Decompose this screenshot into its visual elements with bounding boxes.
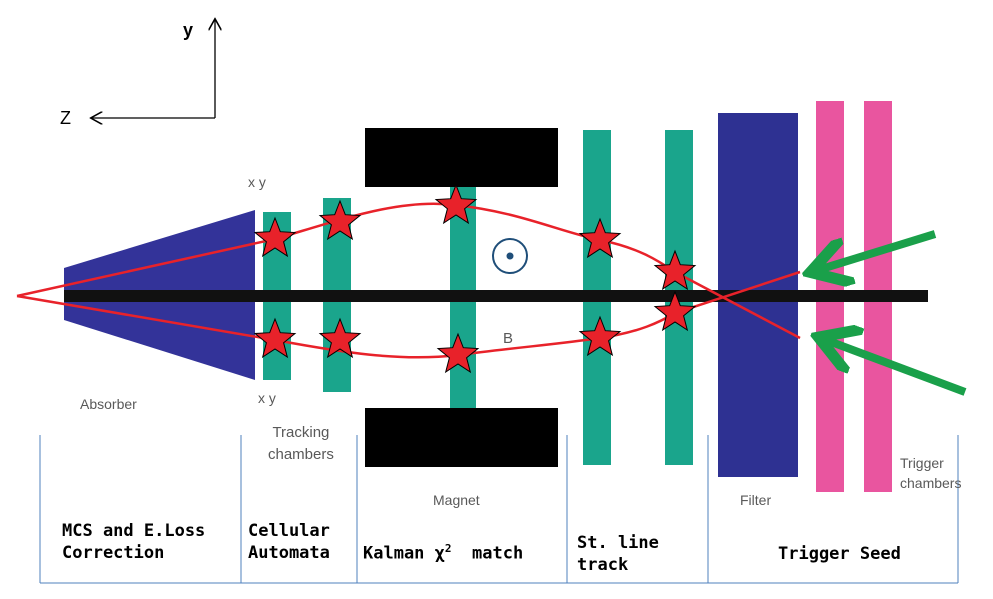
stage-mcs-line1: MCS and E.Loss [62,521,206,541]
y-axis-label: y [183,20,194,40]
stage-trigger-line1: Trigger Seed [778,544,901,564]
stage-mcs-correction: MCS and E.Loss Correction [62,520,205,564]
trigger-label-line2: chambers [900,474,962,491]
hit-star-icon [253,216,297,258]
field-dot [506,252,514,260]
hit-star-icon [318,317,362,359]
stage-dividers [39,435,959,584]
incoming-arrow-upper [818,230,937,270]
hit-star-icon [578,315,622,357]
incoming-arrow-lower [826,340,967,396]
stage-ca-line1: Cellular [248,521,330,541]
xy-label-top: x y [248,174,266,190]
stage-straight-line: St. line track [577,532,659,576]
magnet-top [365,128,558,187]
hit-star-icon [318,199,362,241]
hit-star-icon [434,183,478,225]
hit-star-icon [253,317,297,359]
beam-pipe [64,290,928,302]
stage-kalman-match: Kalman χ2 match [363,542,523,565]
magnet-bottom [365,408,558,467]
trigger-label-line1: Trigger [900,455,944,471]
hit-star-icon [578,217,622,259]
filter-label: Filter [740,492,772,508]
stage-st-line1: St. line [577,533,659,553]
hit-star-icon [653,249,697,291]
xy-label-bottom: x y [258,390,276,406]
absorber-label: Absorber [80,396,137,412]
tracking-label-line2: chambers [268,445,334,463]
stage-cellular-automata: Cellular Automata [248,520,330,564]
stage-ca-line2: Automata [248,543,330,564]
stage-trigger-seed: Trigger Seed [778,543,901,565]
hit-star-icon [436,332,480,374]
stage-kalman-chi: χ [434,543,445,564]
stage-mcs-line2: Correction [62,543,165,564]
stage-kalman-match-word: match [472,543,524,564]
field-label: B [503,330,514,347]
magnet-label: Magnet [433,492,480,508]
tracking-chambers-label: Tracking chambers [268,422,334,466]
z-axis-label: Z [60,108,71,128]
field-out-of-page-icon [492,238,528,274]
stage-st-line2: track [577,555,629,576]
stage-kalman-chi-sup: 2 [444,542,452,555]
hit-stars [253,183,697,374]
hit-star-icon [653,290,697,332]
trigger-chambers-label: Trigger chambers [900,454,961,493]
stage-kalman-word: Kalman [363,543,425,564]
tracking-label-line1: Tracking [272,424,330,441]
